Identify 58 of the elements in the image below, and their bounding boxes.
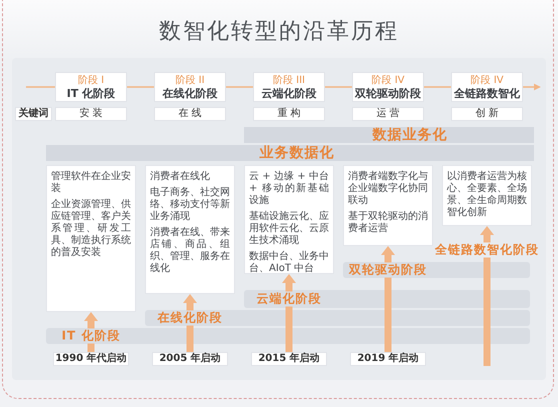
description-card <box>442 165 532 226</box>
timeline-line <box>127 86 154 88</box>
start-year-label: 2019 年启动 <box>350 352 426 366</box>
timeline-line <box>325 86 352 88</box>
stage-number: 阶段 I <box>78 74 104 86</box>
card-text: 云 + 边缘 + 中台 + 移动的新基础设施 <box>249 171 329 207</box>
card-text: 消费者在线、带来店铺、商品、组织、管理、服务在线化 <box>150 227 230 275</box>
card-text: 管理软件在企业安装 <box>51 171 131 195</box>
timeline-line <box>226 86 253 88</box>
start-year-label: 2005 年启动 <box>152 352 228 366</box>
stage-card <box>154 72 226 102</box>
card-text: 以消费者运营为核心、全要素、全场景、全生命周期数智化创新 <box>447 171 527 219</box>
stage-name: 双轮驱动阶段 <box>355 86 421 100</box>
start-year-label: 1990 年代启动 <box>53 352 129 366</box>
edge-label: 双轮驱动阶段 <box>347 262 429 278</box>
description-card <box>343 165 433 246</box>
arrow <box>480 226 494 366</box>
card-text: 电子商务、社交网络、移动支付等新业务涌现 <box>150 187 230 223</box>
stage-name: 在线化阶段 <box>162 86 218 100</box>
arrow <box>381 246 395 352</box>
band-title: 数据业务化 <box>372 127 448 143</box>
card-text: 企业资源管理、供应链管理、客户关系管理、研发工具、制造执行系统的普及安装 <box>51 199 131 259</box>
stage-card <box>352 72 424 102</box>
stage-name: IT 化阶段 <box>66 86 116 100</box>
keyword-label: 创新 <box>451 107 523 121</box>
band-title: 业务数据化 <box>260 145 334 161</box>
start-year-label: 2015 年启动 <box>251 352 327 366</box>
stage-name: 云端化阶段 <box>262 86 316 100</box>
edge-label: IT 化阶段 <box>60 328 122 344</box>
diagram-title: 数智化转型的沿革历程 <box>159 18 399 46</box>
card-text: 消费者端数字化与企业端数字化协同联动 <box>348 171 428 207</box>
timeline-line <box>26 86 55 88</box>
card-text: 消费者在线化 <box>150 171 211 183</box>
arrow <box>523 84 541 90</box>
arrow <box>282 274 296 352</box>
stage-number: 阶段 IV <box>372 74 404 86</box>
description-card <box>46 165 136 312</box>
stage-number: 阶段 III <box>272 74 306 86</box>
timeline-line <box>424 86 451 88</box>
keyword-label: 重构 <box>253 107 325 121</box>
stage-name: 全链路数智化 <box>454 86 520 100</box>
description-card <box>244 165 334 274</box>
description-card <box>145 165 235 294</box>
keyword-label: 运营 <box>352 107 424 121</box>
stage-card <box>253 72 325 102</box>
keyword-label: 在线 <box>154 107 226 121</box>
card-text: 数据中台、业务中台、AIoT 中台 <box>249 251 329 275</box>
edge-label: 在线化阶段 <box>156 310 224 326</box>
card-text: 基础设施云化、应用软件云化、云原生技术涌现 <box>249 211 329 247</box>
edge-label: 全链路数智化阶段 <box>433 242 541 258</box>
stage-card <box>55 72 127 102</box>
keyword-label: 安装 <box>55 107 127 121</box>
card-text: 基于双轮驱动的消费者运营 <box>348 211 428 235</box>
stage-number: 阶段 IV <box>470 74 504 86</box>
stage-number: 阶段 II <box>175 74 205 86</box>
stage-card <box>451 72 523 102</box>
row-header: 关键词 <box>15 107 52 121</box>
edge-label: 云端化阶段 <box>254 292 324 306</box>
